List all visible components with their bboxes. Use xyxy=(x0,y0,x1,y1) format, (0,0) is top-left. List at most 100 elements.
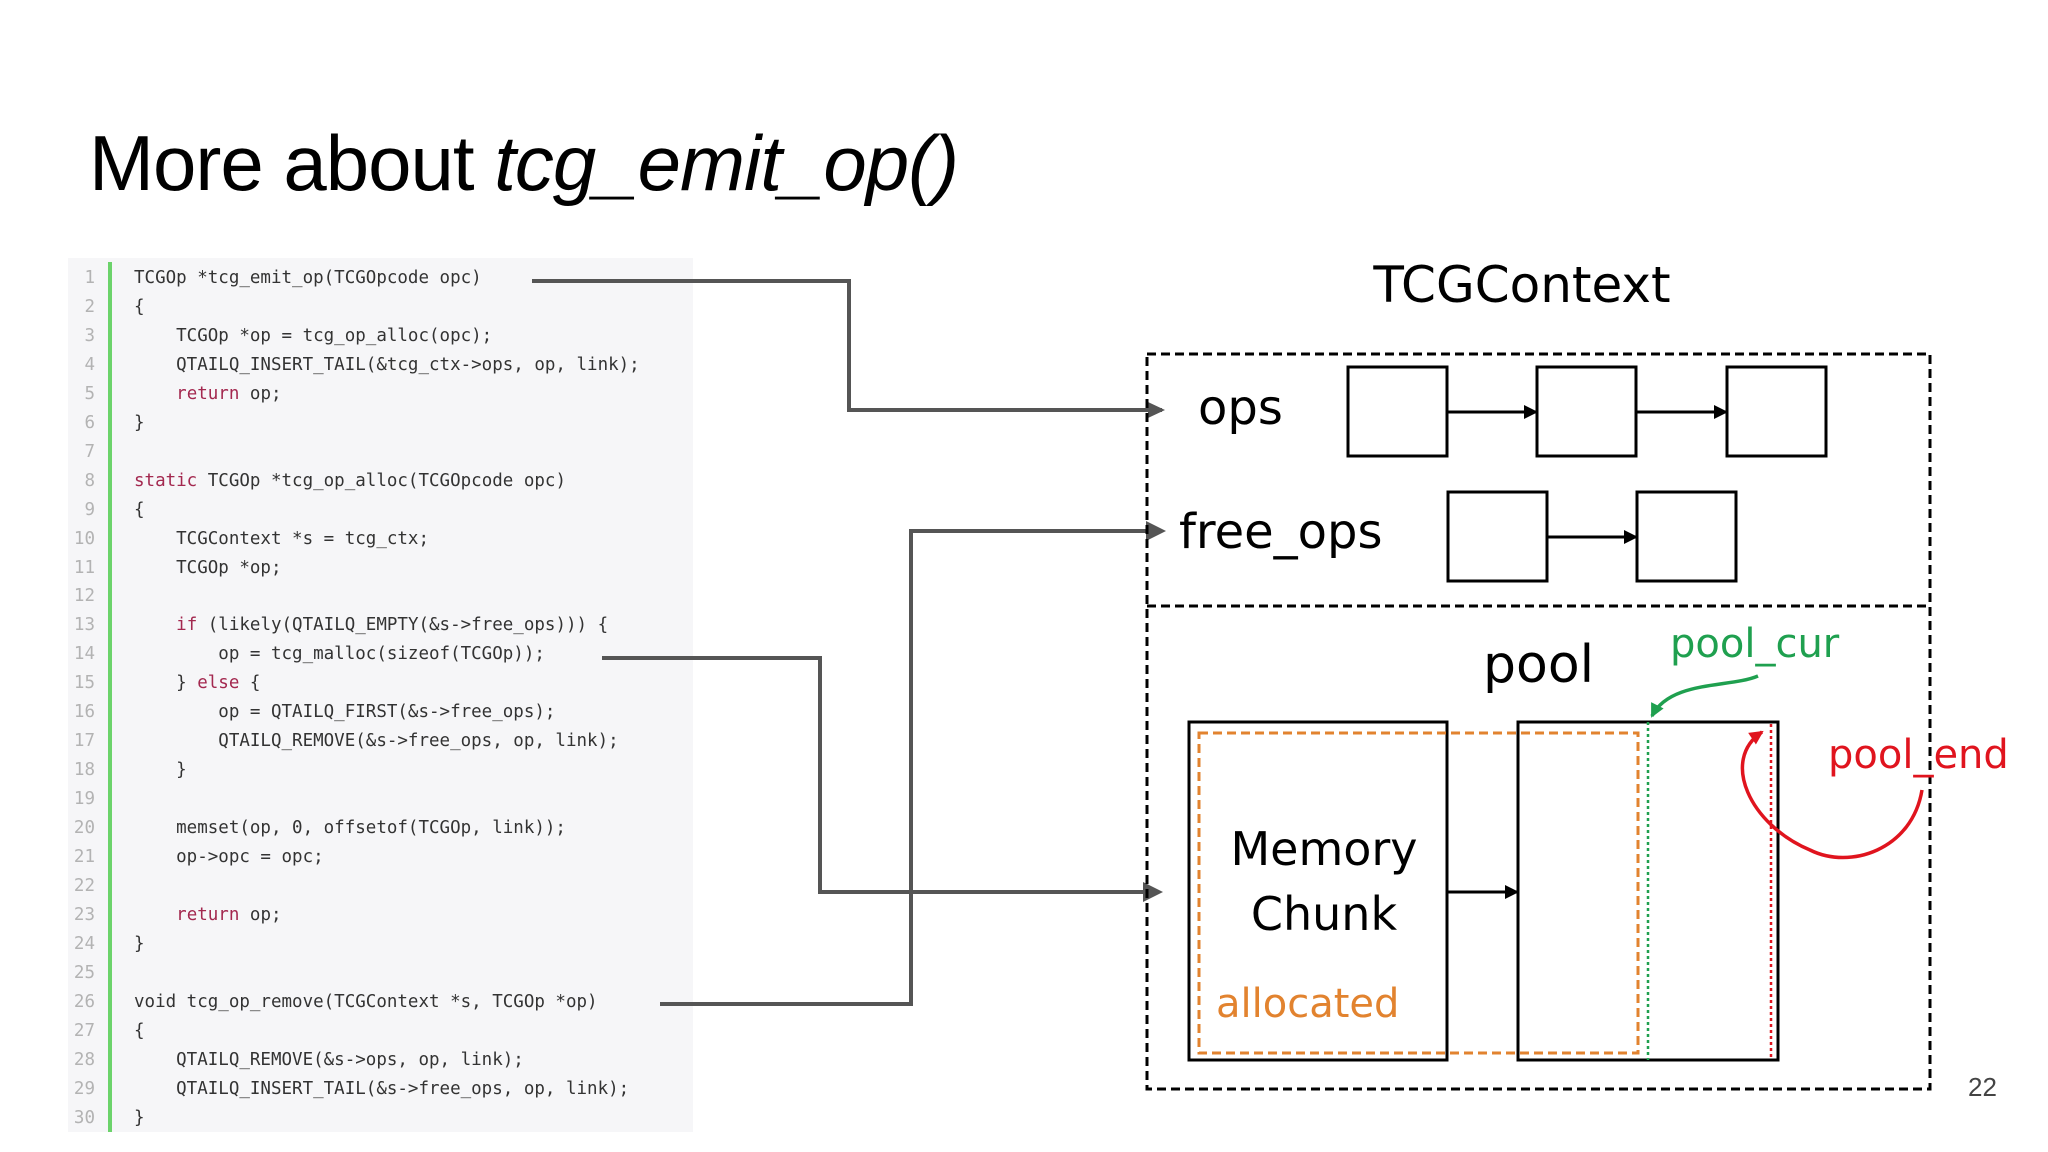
code-line: 27 { xyxy=(68,1017,693,1046)
memory-chunk-line2: Chunk xyxy=(1251,887,1398,941)
line-number: 6 xyxy=(84,412,95,433)
title-plain: More about xyxy=(89,119,495,207)
code-line: 12 xyxy=(68,582,693,611)
code-line: 30} xyxy=(68,1104,693,1133)
line-number: 4 xyxy=(84,354,95,375)
code-text: QTAILQ_REMOVE(&s->ops, op, link); xyxy=(134,1049,524,1070)
code-panel xyxy=(68,258,693,1132)
line-number: 17 xyxy=(73,731,95,752)
code-text: void tcg_op_remove(TCGContext *s, TCGOp … xyxy=(134,991,598,1012)
code-line: 16 op = QTAILQ_FIRST(&s->free_ops); xyxy=(68,698,693,727)
allocated-label: allocated xyxy=(1216,981,1399,1027)
pool-end-label: pool_end xyxy=(1828,732,2009,778)
code-line: 10 TCGContext *s = tcg_ctx; xyxy=(68,525,693,554)
line-number: 19 xyxy=(73,789,95,810)
line-number: 25 xyxy=(73,962,95,983)
code-text: if (likely(QTAILQ_EMPTY(&s->free_ops))) … xyxy=(176,615,609,636)
line-number: 9 xyxy=(84,499,95,520)
code-line: 13 if (likely(QTAILQ_EMPTY(&s->free_ops)… xyxy=(68,611,693,640)
line-number: 18 xyxy=(73,760,95,781)
code-text: } xyxy=(134,1107,145,1128)
line-number: 7 xyxy=(84,441,95,462)
line-number: 2 xyxy=(84,296,95,317)
code-line: 17 QTAILQ_REMOVE(&s->free_ops, op, link)… xyxy=(68,727,693,756)
line-number: 10 xyxy=(73,528,95,549)
line-number: 14 xyxy=(73,644,95,665)
code-text: } xyxy=(134,412,145,433)
code-line: 25 xyxy=(68,959,693,988)
line-number: 27 xyxy=(73,1020,95,1041)
line-number: 29 xyxy=(73,1078,95,1099)
code-line: 23 return op; xyxy=(68,901,693,930)
code-text: QTAILQ_INSERT_TAIL(&tcg_ctx->ops, op, li… xyxy=(134,354,640,375)
line-number: 3 xyxy=(84,325,95,346)
code-line: 3 TCGOp *op = tcg_op_alloc(opc); xyxy=(68,322,693,351)
code-keyword: return xyxy=(176,383,240,404)
code-text: TCGOp *op = tcg_op_alloc(opc); xyxy=(134,325,493,346)
code-line: 18 } xyxy=(68,756,693,785)
code-text: op = tcg_malloc(sizeof(TCGOp)); xyxy=(134,644,545,665)
tcgcontext-title: TCGContext xyxy=(1372,256,1670,314)
code-text: } xyxy=(134,760,187,781)
code-line: 22 xyxy=(68,872,693,901)
code-text: TCGOp *op; xyxy=(134,557,282,578)
code-keyword: static xyxy=(134,470,198,491)
code-line: 24} xyxy=(68,930,693,959)
line-number: 1 xyxy=(84,268,95,288)
code-line: 4 QTAILQ_INSERT_TAIL(&tcg_ctx->ops, op, … xyxy=(68,351,693,380)
free-ops-label: free_ops xyxy=(1179,504,1382,560)
code-text: } xyxy=(134,933,145,954)
code-text: return op; xyxy=(176,383,282,404)
code-line: 20 memset(op, 0, offsetof(TCGOp, link)); xyxy=(68,814,693,843)
ops-node xyxy=(1346,365,1449,458)
line-number: 24 xyxy=(73,933,95,954)
line-number: 20 xyxy=(73,818,95,839)
code-gutter-bar xyxy=(108,262,112,1132)
code-line: 11 TCGOp *op; xyxy=(68,554,693,583)
allocated-region xyxy=(1197,731,1640,1055)
line-number: 13 xyxy=(73,615,95,636)
free-ops-node xyxy=(1446,490,1549,583)
code-text: op = QTAILQ_FIRST(&s->free_ops); xyxy=(134,702,556,723)
pool-cur-label: pool_cur xyxy=(1670,621,1840,667)
code-line: 21 op->opc = opc; xyxy=(68,843,693,872)
arrowhead-free-ops xyxy=(1146,521,1166,541)
code-line: 9{ xyxy=(68,496,693,525)
title-function-name: tcg_emit_op() xyxy=(494,119,959,207)
free-ops-node xyxy=(1635,490,1738,583)
line-number: 23 xyxy=(73,904,95,925)
connector-emit-to-ops xyxy=(532,279,1165,418)
line-number: 28 xyxy=(73,1049,95,1070)
pool-cur-arrow xyxy=(1650,674,1759,718)
pool-end-arrow xyxy=(1740,730,1924,860)
code-text: { xyxy=(134,1020,145,1041)
code-line: 15 } else { xyxy=(68,669,693,698)
code-text: return op; xyxy=(176,904,282,925)
memory-chunk-box xyxy=(1187,720,1449,1062)
code-keyword: else xyxy=(197,673,240,694)
code-line: 2{ xyxy=(68,293,693,322)
connector-remove-to-free-ops xyxy=(660,521,1166,1006)
line-number: 22 xyxy=(73,875,95,896)
line-number: 30 xyxy=(73,1107,95,1128)
code-text: op->opc = opc; xyxy=(134,847,324,867)
code-text: { xyxy=(134,296,145,317)
ops-node xyxy=(1535,365,1638,458)
code-line: 7 xyxy=(68,438,693,467)
slide-title: More about tcg_emit_op() xyxy=(89,118,959,209)
memory-chunk-line1: Memory xyxy=(1230,822,1417,876)
line-number: 12 xyxy=(73,586,95,607)
code-keyword: if xyxy=(176,615,198,636)
code-line: 19 xyxy=(68,785,693,814)
ops-node xyxy=(1725,365,1828,458)
code-text: TCGOp *tcg_emit_op(TCGOpcode opc) xyxy=(134,268,482,288)
code-text: QTAILQ_REMOVE(&s->free_ops, op, link); xyxy=(134,731,619,752)
connector-malloc-to-pool xyxy=(602,656,1163,902)
code-text: TCGContext *s = tcg_ctx; xyxy=(134,528,430,549)
code-text: static TCGOp *tcg_op_alloc(TCGOpcode opc… xyxy=(134,470,566,491)
code-line: 1 TCGOp *tcg_emit_op(TCGOpcode opc) xyxy=(68,264,693,293)
tcgcontext-box xyxy=(1145,352,1932,1091)
